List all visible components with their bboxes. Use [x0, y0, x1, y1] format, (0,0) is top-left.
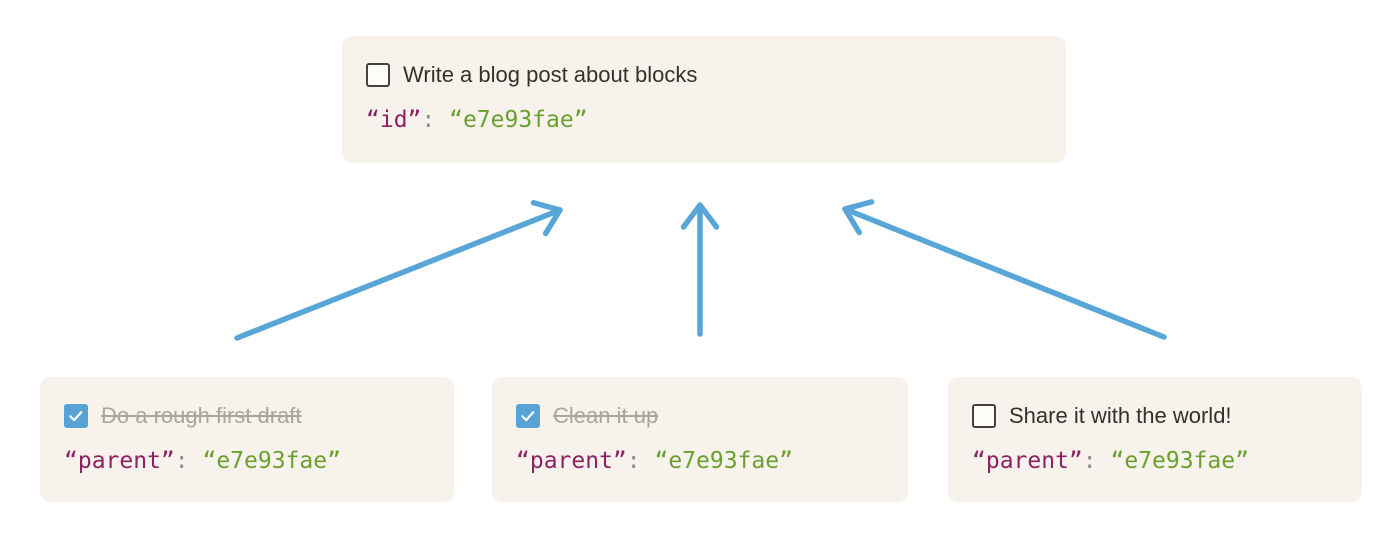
checkbox-icon[interactable] — [64, 404, 88, 428]
child-task-card-draft: Do a rough first draft “parent”: “e7e93f… — [40, 377, 454, 502]
block-parent-code: “parent”: “e7e93fae” — [972, 446, 1338, 476]
code-value: “e7e93fae” — [449, 107, 588, 133]
block-parent-code: “parent”: “e7e93fae” — [516, 446, 884, 476]
task-label: Write a blog post about blocks — [403, 62, 698, 87]
code-key: “parent” — [972, 448, 1083, 474]
code-key: “id” — [366, 107, 422, 133]
code-key: “parent” — [64, 448, 175, 474]
code-key: “parent” — [516, 448, 627, 474]
arrow-right-child-to-parent — [842, 199, 1167, 340]
task-row: Clean it up — [516, 403, 884, 429]
checkbox-icon[interactable] — [972, 404, 996, 428]
task-row: Do a rough first draft — [64, 403, 430, 429]
code-value: “e7e93fae” — [202, 448, 341, 474]
code-colon: : — [174, 448, 203, 474]
check-mark-icon — [521, 411, 535, 422]
task-label: Do a rough first draft — [101, 403, 302, 428]
task-row: Write a blog post about blocks — [366, 62, 1042, 88]
arrow-left-child-to-parent — [234, 200, 563, 341]
task-row: Share it with the world! — [972, 403, 1338, 429]
code-value: “e7e93fae” — [654, 448, 793, 474]
child-task-card-clean: Clean it up “parent”: “e7e93fae” — [492, 377, 908, 502]
child-task-card-share: Share it with the world! “parent”: “e7e9… — [948, 377, 1362, 502]
block-id-code: “id”: “e7e93fae” — [366, 105, 1042, 135]
check-mark-icon — [69, 411, 83, 422]
checkbox-icon[interactable] — [516, 404, 540, 428]
code-value: “e7e93fae” — [1110, 448, 1249, 474]
task-label: Clean it up — [553, 403, 659, 428]
block-parent-code: “parent”: “e7e93fae” — [64, 446, 430, 476]
code-colon: : — [626, 448, 655, 474]
task-label: Share it with the world! — [1009, 403, 1232, 428]
checkbox-icon[interactable] — [366, 63, 390, 87]
parent-task-card: Write a blog post about blocks “id”: “e7… — [342, 36, 1066, 163]
code-colon: : — [1082, 448, 1111, 474]
code-colon: : — [421, 107, 450, 133]
